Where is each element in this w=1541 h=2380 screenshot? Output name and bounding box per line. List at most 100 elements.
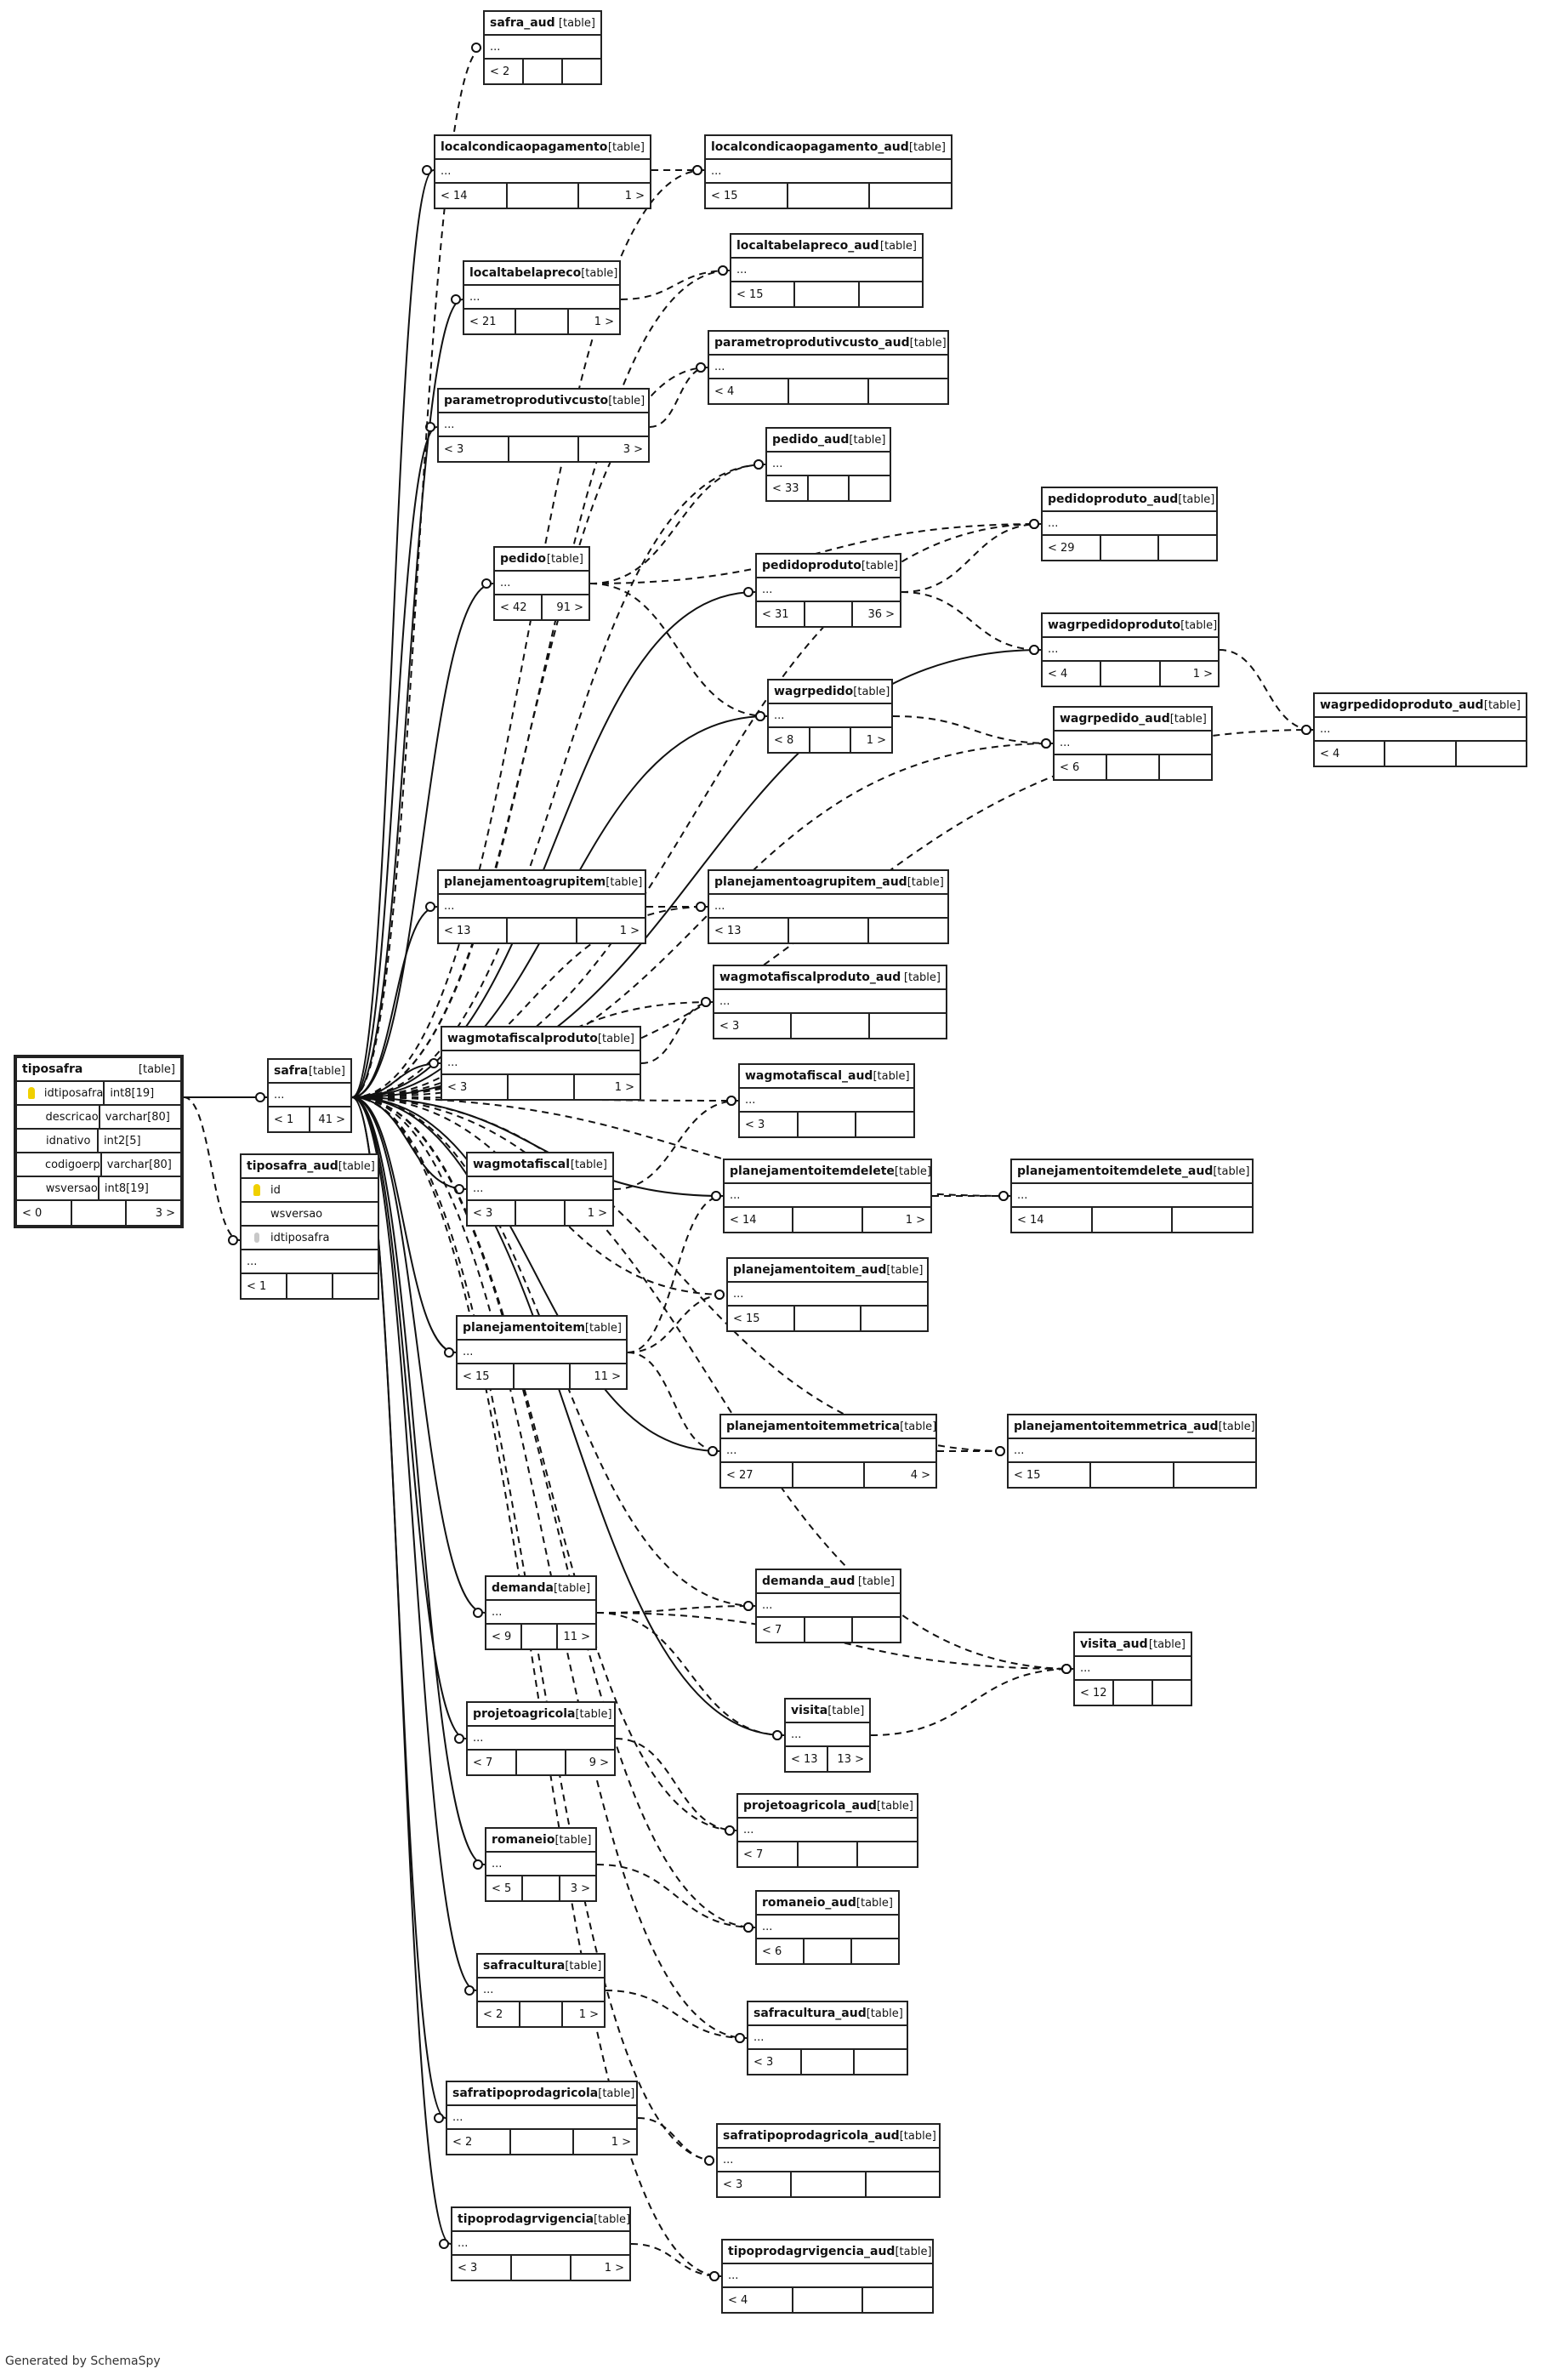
edge-tiposafra-tiposafra-aud xyxy=(183,1096,241,1241)
edge-safra-pedidoproduto xyxy=(351,591,756,1098)
child-count: 3 > xyxy=(155,1206,176,1220)
edge-safra-parametroprodutivcusto xyxy=(351,426,438,1098)
table-planejamentoitemmetrica-aud[interactable]: planejamentoitemmetrica_aud[table]...< 1… xyxy=(1007,1414,1257,1489)
relationship-line xyxy=(627,1352,720,1452)
table-tipoprodagrvigencia-aud[interactable]: tipoprodagrvigencia_aud[table]...< 4 xyxy=(721,2239,934,2314)
parent-count: < 7 xyxy=(757,1618,805,1642)
count-cell xyxy=(515,1364,571,1388)
count-cell xyxy=(522,1625,559,1648)
column-name: codigoerp xyxy=(42,1153,102,1176)
table-demanda-aud[interactable]: demanda_aud[table]...< 7 xyxy=(755,1569,901,1643)
ellipsis: ... xyxy=(748,2026,907,2050)
count-cell xyxy=(512,2256,571,2280)
table-romaneio-aud[interactable]: romaneio_aud[table]...< 6 xyxy=(755,1890,900,1965)
parent-count: < 6 xyxy=(757,1939,805,1963)
table-name: visita xyxy=(791,1704,828,1717)
table-type: [table] xyxy=(894,1164,931,1178)
crowfoot-marker xyxy=(735,2033,745,2043)
table-planejamentoitem-aud[interactable]: planejamentoitem_aud[table]...< 15 xyxy=(726,1257,929,1332)
relationship-line xyxy=(620,270,731,300)
table-type: [table] xyxy=(1178,493,1215,506)
table-wagrpedido-aud[interactable]: wagrpedido_aud[table]...< 6 xyxy=(1053,706,1213,781)
table-tiposafra-aud[interactable]: tiposafra_aud[table] id wsversao idtipos… xyxy=(240,1153,379,1300)
table-wagmotafiscal-aud[interactable]: wagmotafiscal_aud[table]...< 3 xyxy=(738,1063,915,1138)
count-cell xyxy=(509,437,580,461)
ellipsis: ... xyxy=(740,1089,913,1113)
table-localcondicaopagamento-aud[interactable]: localcondicaopagamento_aud[table]...< 15 xyxy=(704,134,952,209)
column-name: wsversao xyxy=(43,1177,100,1199)
count-cell xyxy=(1091,1463,1174,1487)
table-wagmotafiscalproduto-aud[interactable]: wagmotafiscalproduto_aud[table]...< 3 xyxy=(713,965,947,1039)
ellipsis: ... xyxy=(709,895,947,919)
count-cell xyxy=(1101,662,1161,686)
edge-safra-demanda_aud xyxy=(351,1096,756,1607)
table-name: wagrpedido xyxy=(774,685,854,698)
crowfoot-marker xyxy=(772,1730,782,1740)
table-localtabelapreco-aud[interactable]: localtabelapreco_aud[table]...< 15 xyxy=(730,233,924,308)
table-pedido-aud[interactable]: pedido_aud[table]...< 33 xyxy=(765,427,891,502)
count-cell xyxy=(789,919,869,942)
table-planejamentoagrupitem-aud[interactable]: planejamentoagrupitem_aud[table]...< 13 xyxy=(708,869,949,944)
parent-count: < 13 xyxy=(786,1747,828,1771)
table-planejamentoitemdelete-aud[interactable]: planejamentoitemdelete_aud[table]...< 14 xyxy=(1010,1159,1254,1233)
table-pedidoproduto-aud[interactable]: pedidoproduto_aud[table]...< 29 xyxy=(1041,487,1218,561)
column-type: int2[5] xyxy=(104,1134,141,1147)
edge-safra-romaneio_aud xyxy=(351,1096,756,1928)
child-count: 1 > xyxy=(905,1213,925,1227)
table-type: [table] xyxy=(879,239,917,253)
table-name: localcondicaopagamento xyxy=(441,140,608,154)
edge-safra-wagmotafiscal xyxy=(351,1096,467,1190)
child-count xyxy=(869,919,947,942)
table-type: [table] xyxy=(554,1581,591,1595)
table-wagrpedidoproduto-aud[interactable]: wagrpedidoproduto_aud[table]...< 4 xyxy=(1313,692,1527,767)
edge-safra-visita xyxy=(351,1096,785,1736)
table-name: romaneio_aud xyxy=(762,1896,856,1910)
table-safracultura-aud[interactable]: safracultura_aud[table]...< 3 xyxy=(747,2001,908,2075)
table-type: [table] xyxy=(1483,698,1521,712)
ellipsis: ... xyxy=(1043,512,1216,536)
count-cell xyxy=(805,602,854,626)
table-parametroprodutivcusto-aud[interactable]: parametroprodutivcusto_aud[table]...< 4 xyxy=(708,330,949,405)
table-name: romaneio xyxy=(492,1833,555,1847)
ellipsis: ... xyxy=(709,356,947,379)
table-projetoagricola-aud[interactable]: projetoagricola_aud[table]...< 7 xyxy=(736,1793,918,1868)
crowfoot-marker xyxy=(696,902,706,912)
column-name: idtiposafra xyxy=(270,1231,330,1244)
crowfoot-marker xyxy=(1029,645,1039,655)
child-count: 1 > xyxy=(594,315,614,328)
child-count: 3 > xyxy=(570,1882,590,1895)
table-safra-aud[interactable]: safra_aud[table]...< 2 xyxy=(483,10,602,85)
table-type: [table] xyxy=(903,971,941,984)
table-safratipoprodagricola-aud[interactable]: safratipoprodagricola_aud[table]...< 3 xyxy=(716,2123,941,2198)
table-name: safra_aud xyxy=(490,16,555,30)
table-visita-aud[interactable]: visita_aud[table]...< 12 xyxy=(1073,1631,1192,1706)
ellipsis: ... xyxy=(1315,718,1526,742)
table-type: [table] xyxy=(909,336,947,350)
table-name: tipoprodagrvigencia xyxy=(458,2212,594,2226)
crowfoot-marker xyxy=(439,2239,449,2249)
column-name: wsversao xyxy=(270,1207,323,1221)
